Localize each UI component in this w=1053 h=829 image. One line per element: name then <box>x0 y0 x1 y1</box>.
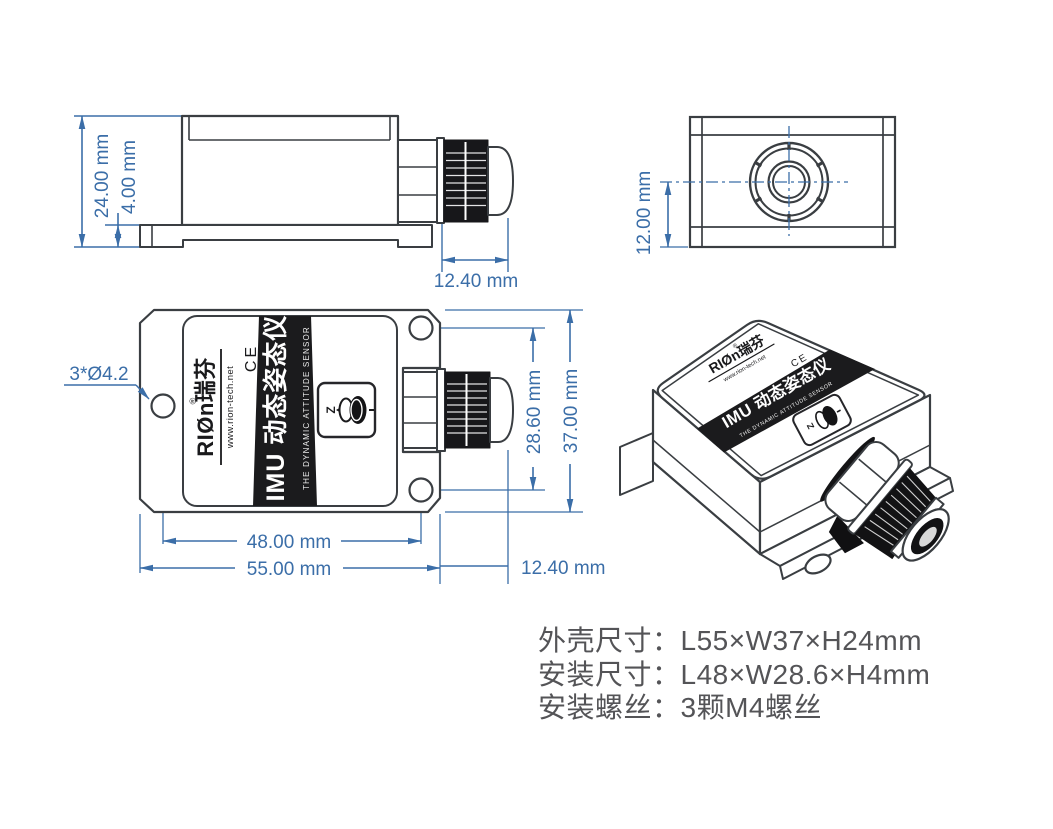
mounting-hole-left <box>150 393 176 419</box>
top-view-drawing: RIØn瑞芬 ® www.rion-tech.net CE IMU 动态姿态仪 … <box>64 308 605 584</box>
iso-flange-hole <box>804 553 832 575</box>
label-black-band <box>253 316 317 506</box>
enclosure-side-body <box>180 114 400 227</box>
spec-summary: 外壳尺寸：L55×W37×H24mm 安装尺寸：L48×W28.6×H4mm 安… <box>538 624 930 725</box>
dim-side-total-height: 24.00 mm <box>92 134 113 218</box>
spec-row-mounting-size: 安装尺寸：L48×W28.6×H4mm <box>538 658 930 692</box>
axis-z-text: Z <box>324 406 338 413</box>
spec-value: L55×W37×H24mm <box>680 625 923 656</box>
top-view-dimensions: 3*Ø4.2 48.00 mm 55.00 mm 12.40 mm 28.60 … <box>64 309 605 580</box>
enclosure-side-base-flange <box>139 224 433 248</box>
dim-side-flange-height: 4.00 mm <box>119 140 140 214</box>
gland-dome-cap-top <box>489 377 514 443</box>
brand-logo-text: RIØn瑞芬 <box>193 357 218 457</box>
brand-logo: RIØn瑞芬 ® www.rion-tech.net <box>188 349 236 465</box>
product-subtitle-text: THE DYNAMIC ATTITUDE SENSOR <box>302 326 311 490</box>
iso-view-drawing: RIØn瑞芬 ® www.rion-tech.net CE IMU 动态姿态仪 … <box>619 319 954 580</box>
product-name-text: IMU 动态姿态仪 <box>261 315 290 502</box>
dim-mounting-holes-callout: 3*Ø4.2 <box>69 364 128 385</box>
dim-top-connector-length: 12.40 mm <box>521 558 605 579</box>
gland-dome-cap-side <box>487 146 514 216</box>
cable-gland-side <box>397 137 514 224</box>
spec-value: L48×W28.6×H4mm <box>680 658 931 690</box>
spec-value: 3颗M4螺丝 <box>680 692 822 723</box>
spec-row-shell-size: 外壳尺寸：L55×W37×H24mm <box>538 624 930 658</box>
end-view-centerlines <box>660 126 848 248</box>
side-view-drawing: 24.00 mm 4.00 mm 12.40 mm <box>74 114 518 292</box>
dim-end-center-height: 12.00 mm <box>634 171 655 255</box>
iso-label-black-band <box>697 349 875 453</box>
mounting-hole-bottom-right <box>408 477 434 503</box>
spec-row-mounting-screws: 安装螺丝：3颗M4螺丝 <box>538 691 930 725</box>
iso-axis-orientation-icon: Z <box>792 393 852 447</box>
spec-label: 安装尺寸： <box>538 658 681 690</box>
dim-hole-spacing-length: 48.00 mm <box>247 532 331 553</box>
cable-gland-top <box>402 368 514 452</box>
ce-mark-icon: CE <box>243 344 260 372</box>
registered-trademark-icon: ® <box>188 397 198 404</box>
dim-side-connector-length: 12.40 mm <box>434 271 518 292</box>
iso-left-flange-ear <box>619 432 654 496</box>
end-view-drawing: 12.00 mm <box>634 115 897 255</box>
mounting-hole-top-right <box>408 315 434 341</box>
spec-label: 安装螺丝： <box>538 692 681 723</box>
iso-registered-trademark-icon: ® <box>732 342 740 351</box>
dim-hole-spacing-width: 28.60 mm <box>524 370 545 454</box>
iso-axis-z-text: Z <box>805 421 817 431</box>
spec-label: 外壳尺寸： <box>538 625 681 656</box>
axis-orientation-icon: Z <box>316 381 377 439</box>
dim-body-length: 55.00 mm <box>247 559 331 580</box>
dim-body-width: 37.00 mm <box>561 369 582 453</box>
iso-gland-shadow <box>828 515 864 554</box>
device-top-label: RIØn瑞芬 ® www.rion-tech.net CE IMU 动态姿态仪 … <box>188 315 377 506</box>
brand-website-text: www.rion-tech.net <box>225 366 236 449</box>
iso-cable-gland <box>820 436 950 562</box>
